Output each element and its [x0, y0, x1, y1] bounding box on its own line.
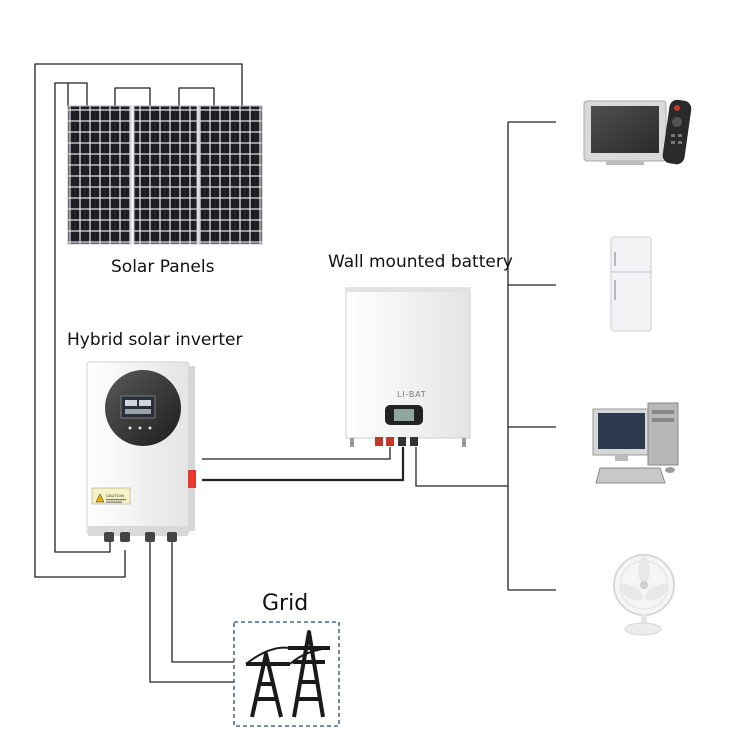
hybrid-inverter-label: Hybrid solar inverter [67, 330, 243, 350]
inverter-side [189, 366, 195, 531]
wiring [34, 63, 556, 683]
remote-control-icon [662, 99, 692, 165]
grid-box [233, 621, 340, 727]
caution-text: CAUTION [106, 493, 124, 498]
battery-brand: LI-BAT [397, 390, 426, 399]
inverter-port-1 [104, 532, 114, 542]
desktop-computer-icon [592, 402, 679, 484]
warning-icon [95, 493, 105, 503]
inverter-port-2 [120, 532, 130, 542]
refrigerator-icon [610, 236, 652, 332]
inverter-lcd [120, 395, 156, 419]
panel-wire-3 [178, 87, 215, 106]
grid-label: Grid [262, 591, 309, 616]
desk-fan-icon [613, 554, 675, 636]
power-tower-icon [245, 630, 331, 718]
solar-panels-label: Solar Panels [111, 257, 215, 277]
solar-panels [67, 105, 263, 245]
panel-wire-2 [114, 87, 151, 106]
battery-terminal-neg-2 [410, 437, 418, 446]
battery-edge [346, 288, 470, 292]
inverter-port-4 [167, 532, 177, 542]
grid-wire-1 [171, 540, 234, 663]
inverter-battery-wire-2 [202, 447, 405, 482]
inverter-port-3 [145, 532, 155, 542]
tv-icon [583, 99, 692, 165]
inverter-connector-panel [88, 526, 188, 536]
hybrid-inverter: CAUTION [86, 361, 196, 542]
battery-load-wire [415, 447, 508, 487]
pv-string-inner [54, 82, 111, 553]
solar-panel-1 [67, 105, 132, 245]
solar-panel-2 [133, 105, 198, 245]
panel-wire-1 [67, 82, 88, 106]
grid-wire-2 [149, 540, 234, 683]
solar-panel-3 [198, 105, 263, 245]
inverter-switch [188, 470, 196, 488]
inverter-battery-wire-1 [202, 447, 391, 460]
battery-terminal-neg [398, 437, 406, 446]
wall-battery: LI-BAT [345, 287, 471, 447]
pv-string-outer [34, 63, 243, 578]
wall-battery-label: Wall mounted battery [328, 252, 513, 272]
battery-terminal-pos-2 [386, 437, 394, 446]
battery-terminal-pos [375, 437, 383, 446]
